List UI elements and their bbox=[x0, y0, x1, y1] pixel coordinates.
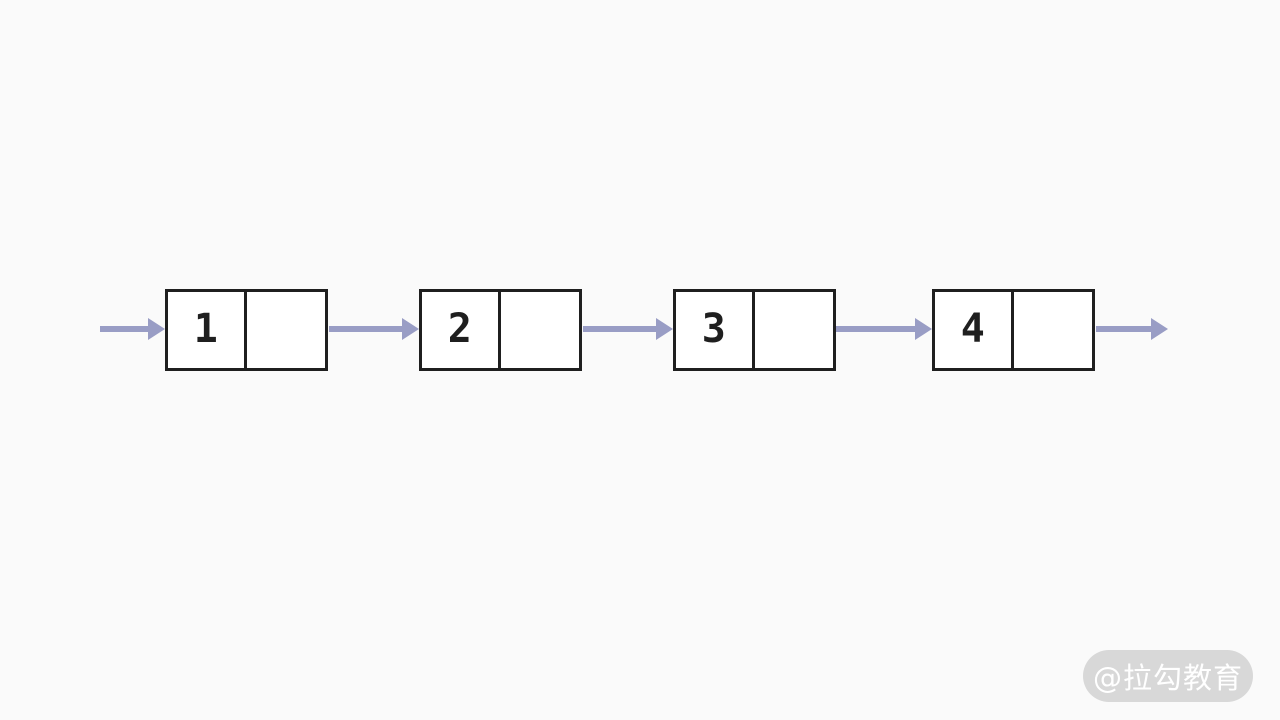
arrow-head-icon bbox=[915, 318, 932, 340]
node-3-pointer-cell bbox=[755, 292, 834, 368]
node-1-pointer-cell bbox=[247, 292, 326, 368]
node-2-value: 2 bbox=[447, 306, 472, 352]
arrow-head-icon bbox=[148, 318, 165, 340]
arrow-shaft bbox=[100, 326, 148, 332]
node-4-pointer-cell bbox=[1014, 292, 1093, 368]
node-4-data-cell: 4 bbox=[935, 292, 1014, 368]
arrow-head-icon bbox=[1151, 318, 1168, 340]
arrow-shaft bbox=[1096, 326, 1151, 332]
node-3-data-cell: 3 bbox=[676, 292, 755, 368]
watermark-badge: @拉勾教育 bbox=[1083, 650, 1253, 702]
tail-arrow bbox=[1096, 318, 1168, 340]
node-1-data-cell: 1 bbox=[168, 292, 247, 368]
head-arrow bbox=[100, 318, 165, 340]
node-2-pointer-cell bbox=[501, 292, 580, 368]
arrow-node3-node4 bbox=[836, 318, 932, 340]
arrow-shaft bbox=[329, 326, 402, 332]
node-3-value: 3 bbox=[701, 306, 726, 352]
arrow-node2-node3 bbox=[583, 318, 673, 340]
arrow-node1-node2 bbox=[329, 318, 419, 340]
arrow-shaft bbox=[583, 326, 656, 332]
list-node-2: 2 bbox=[419, 289, 582, 371]
list-node-4: 4 bbox=[932, 289, 1095, 371]
node-4-value: 4 bbox=[960, 306, 985, 352]
list-node-3: 3 bbox=[673, 289, 836, 371]
arrow-head-icon bbox=[402, 318, 419, 340]
arrow-head-icon bbox=[656, 318, 673, 340]
node-1-value: 1 bbox=[193, 306, 218, 352]
arrow-shaft bbox=[836, 326, 915, 332]
watermark-text: @拉勾教育 bbox=[1092, 661, 1243, 695]
list-node-1: 1 bbox=[165, 289, 328, 371]
node-2-data-cell: 2 bbox=[422, 292, 501, 368]
